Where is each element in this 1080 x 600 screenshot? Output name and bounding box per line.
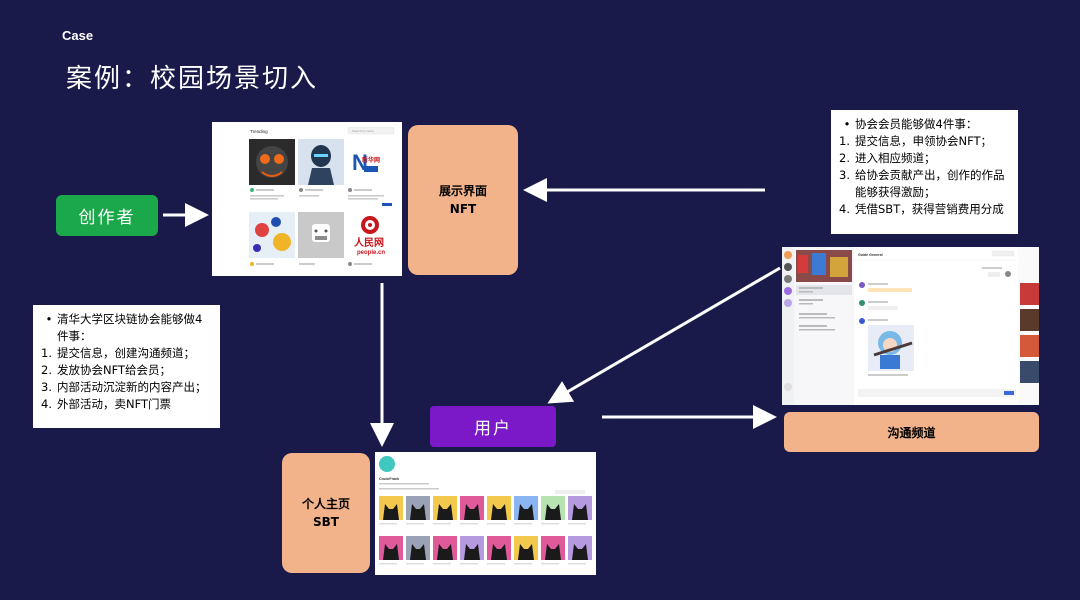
- nft-box-line1: 展示界面: [438, 184, 487, 198]
- bullet-icon: [41, 311, 57, 345]
- user-box: 用户: [430, 406, 556, 447]
- list-item: 4.凭借SBT，获得营销费用分成: [839, 202, 1004, 216]
- profile-screenshot: CrudeFrank: [375, 452, 596, 575]
- list-item: 1.提交信息，申领协会NFT；: [839, 134, 993, 148]
- nft-card: [347, 139, 393, 185]
- trending-title: Trending: [250, 129, 268, 134]
- profile-name: CrudeFrank: [379, 477, 399, 481]
- sbt-profile-box: 个人主页 SBT: [282, 453, 370, 573]
- association-note: 清华大学区块链协会能够做4件事： 1.提交信息，创建沟通频道； 2.发放协会NF…: [33, 305, 220, 428]
- people-logo-url: people.cn: [357, 250, 385, 256]
- list-item: 3.给协会贡献产出，创作的作品能够获得激励；: [839, 168, 1005, 199]
- member-note: 协会会员能够做4件事： 1.提交信息，申领协会NFT； 2.进入相应频道； 3.…: [831, 110, 1018, 234]
- slide-title: 案例：校园场景切入: [66, 64, 319, 94]
- member-note-intro-row: 协会会员能够做4件事：: [839, 116, 1010, 133]
- chat-mockup: Guide General: [782, 247, 1039, 405]
- list-item: 4.外部活动，卖NFT门票: [41, 397, 172, 411]
- sbt-box-line2: SBT: [313, 515, 339, 529]
- list-item: 3.内部活动沉淀新的内容产出；: [41, 380, 207, 394]
- case-label: Case: [62, 28, 94, 43]
- chat-channel-name: Guide General: [858, 253, 883, 257]
- arrow-chat-to-user: [547, 266, 781, 404]
- association-note-intro-row: 清华大学区块链协会能够做4件事：: [41, 311, 212, 345]
- channel-box: 沟通频道: [784, 412, 1039, 452]
- nft-display-box: 展示界面 NFT: [408, 125, 518, 275]
- list-item: 2.进入相应频道；: [839, 151, 936, 165]
- chat-channel-screenshot: Guide General: [782, 247, 1039, 405]
- trending-search-placeholder: Search by name: [352, 129, 374, 133]
- list-item: 1.提交信息，创建沟通频道；: [41, 346, 195, 360]
- people-logo-text: 人民网: [354, 236, 384, 249]
- member-note-intro: 协会会员能够做4件事：: [855, 117, 978, 131]
- trending-screenshot: Trending Search by name N 新华网: [212, 122, 402, 276]
- creator-box: 创作者: [56, 195, 158, 236]
- svg-text:N: N: [352, 150, 368, 175]
- nft-box-line2: NFT: [449, 202, 477, 216]
- xinhua-logo-text: 新华网: [362, 156, 380, 164]
- trending-search-box[interactable]: [347, 126, 395, 135]
- sbt-box-line1: 个人主页: [301, 497, 350, 511]
- list-item: 2.发放协会NFT给会员；: [41, 363, 172, 377]
- profile-mockup: CrudeFrank: [375, 452, 596, 575]
- association-note-intro: 清华大学区块链协会能够做4件事：: [57, 312, 203, 343]
- trending-mockup: Trending Search by name N 新华网: [212, 122, 402, 276]
- bullet-icon: [839, 116, 855, 133]
